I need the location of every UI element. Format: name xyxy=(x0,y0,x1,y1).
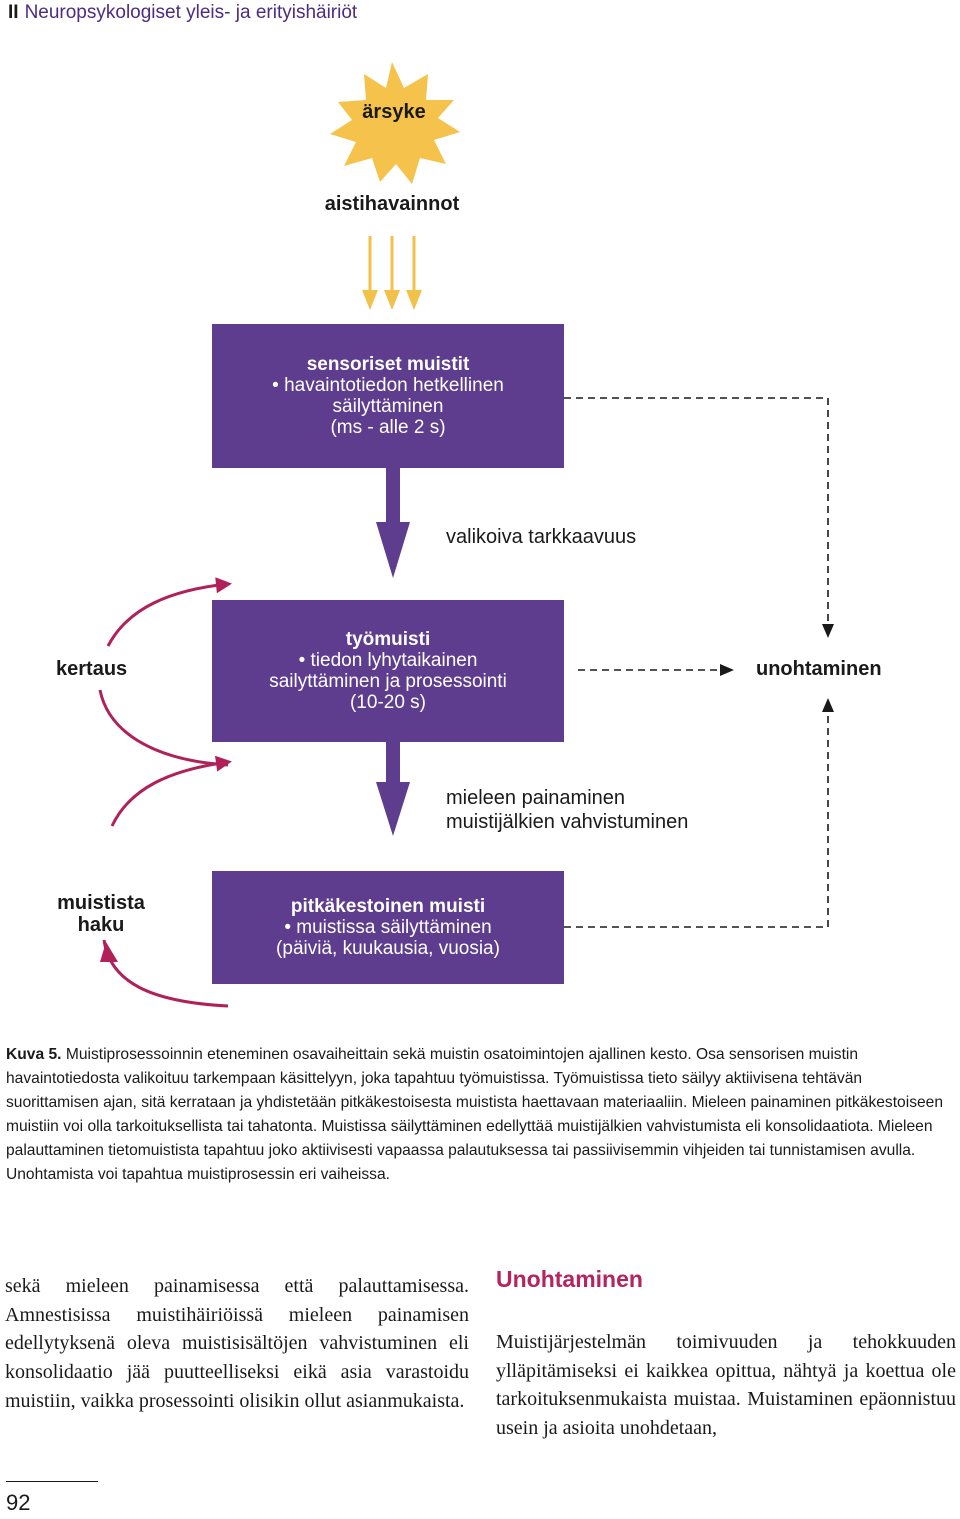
perceptions-label: aistihavainnot xyxy=(324,193,460,215)
encoding-label: mieleen painaminen muistijälkien vahvist… xyxy=(446,786,688,834)
loop-arrows xyxy=(98,577,232,1008)
sensory-memory-line3: (ms - alle 2 s) xyxy=(330,417,446,438)
working-memory-title: työmuisti xyxy=(345,629,431,650)
page-number: 92 xyxy=(6,1490,31,1515)
encoding-line1: mieleen painaminen xyxy=(446,787,626,809)
perception-arrows xyxy=(362,236,422,310)
footer-rule xyxy=(6,1481,98,1482)
long-term-memory-box: pitkäkestoinen muisti • muistissa säilyt… xyxy=(212,871,564,984)
sensory-memory-box: sensoriset muistit • havaintotiedon hetk… xyxy=(212,324,564,468)
sensory-memory-line2: säilyttäminen xyxy=(332,396,444,417)
working-memory-line1: • tiedon lyhytaikainen xyxy=(298,650,478,671)
long-term-memory-line2: (päiviä, kuukausia, vuosia) xyxy=(276,938,500,959)
forgetting-label: unohtaminen xyxy=(756,658,882,680)
sensory-memory-line1: • havaintotiedon hetkellinen xyxy=(272,375,504,396)
retrieval-label: muistista haku xyxy=(50,892,152,936)
flow-arrows xyxy=(376,468,410,836)
working-memory-box: työmuisti • tiedon lyhytaikainen sailytt… xyxy=(212,600,564,742)
stimulus-label: ärsyke xyxy=(362,101,426,123)
figure-caption: Kuva 5. Muistiprosessoinnin eteneminen o… xyxy=(6,1043,954,1187)
encoding-line2: muistijälkien vahvistuminen xyxy=(446,811,689,833)
working-memory-line3: (10-20 s) xyxy=(349,692,427,713)
caption-text: Muistiprosessoinnin eteneminen osavaihei… xyxy=(6,1046,944,1183)
part-number: II xyxy=(8,2,19,23)
header-title: Neuropsykologiset yleis- ja erityishäiri… xyxy=(24,2,358,23)
long-term-memory-line1: • muistissa säilyttäminen xyxy=(284,917,492,938)
rehearsal-label: kertaus xyxy=(56,658,128,680)
forgetting-connectors xyxy=(564,397,834,928)
body-text-right: Muistijärjestelmän toimivuuden ja tehokk… xyxy=(496,1331,956,1440)
selective-attention-label: valikoiva tarkkaavuus xyxy=(446,526,637,548)
body-text-left: sekä mieleen painamisessa että palauttam… xyxy=(5,1275,469,1412)
sensory-memory-title: sensoriset muistit xyxy=(306,354,470,375)
retrieval-line1: muistista xyxy=(57,892,145,914)
working-memory-line2: sailyttäminen ja prosessointi xyxy=(269,671,507,692)
loop-arrowhead-rehearsal xyxy=(100,942,118,962)
diagram-graphics xyxy=(98,62,834,1008)
memory-process-diagram: ärsyke aistihavainnot sensoriset muistit… xyxy=(50,62,882,1008)
section-heading: Unohtaminen xyxy=(496,1266,643,1292)
retrieval-line2: haku xyxy=(77,914,125,936)
stimulus-star-shape xyxy=(330,62,460,184)
caption-label: Kuva 5. xyxy=(6,1046,62,1063)
long-term-memory-title: pitkäkestoinen muisti xyxy=(290,896,486,917)
